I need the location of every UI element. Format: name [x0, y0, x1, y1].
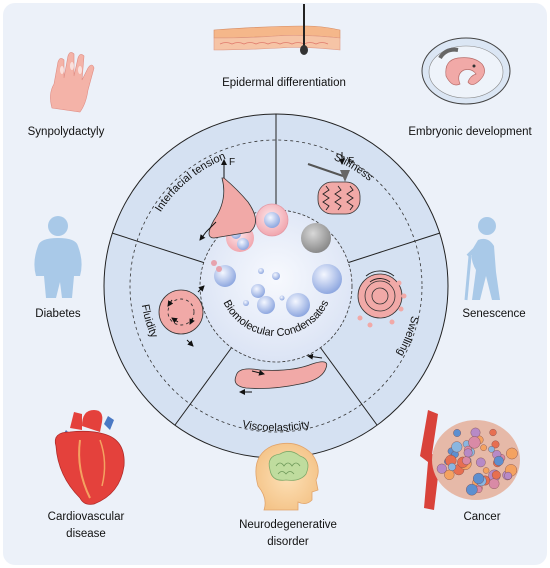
label-neurodegenerative-line1: Neurodegenerative — [239, 519, 337, 531]
label-cardiovascular-line1: Cardiovascular — [48, 511, 125, 523]
tumor-cell — [504, 471, 512, 480]
condensate-droplets — [211, 203, 342, 317]
label-diabetes: Diabetes — [35, 308, 81, 320]
fluidity-illustration — [158, 285, 205, 347]
viscoelasticity-illustration — [234, 353, 328, 395]
label-neurodegenerative-line2: disorder — [267, 536, 309, 548]
tumor-cell — [451, 441, 463, 453]
label-cancer: Cancer — [463, 511, 500, 523]
tumor-cell — [491, 470, 501, 480]
tumor-cell — [482, 467, 490, 474]
ring-dashed-boundary — [129, 139, 423, 433]
tumor-cell — [491, 440, 500, 449]
tumor-cell — [463, 448, 473, 458]
skin-hair-icon — [213, 4, 341, 55]
tumor-cell — [453, 429, 461, 437]
embryo-icon — [421, 37, 511, 105]
swelling-illustration — [357, 270, 407, 328]
stiffness-force-label: F — [348, 156, 354, 167]
tension-force-label: F — [229, 157, 235, 168]
label-synpolydactyly: Synpolydactyly — [28, 126, 105, 138]
tumor-cell — [444, 469, 455, 480]
label-epidermal-differentiation: Epidermal differentiation — [222, 77, 346, 89]
tumor-cell — [448, 462, 457, 471]
tumor-cell — [493, 455, 504, 466]
tumor-cell — [489, 428, 497, 437]
tumor-cell — [436, 463, 447, 474]
label-senescence: Senescence — [462, 308, 525, 320]
label-embryonic-development: Embryonic development — [408, 126, 532, 138]
interfacial-tension-illustration: F — [199, 157, 256, 241]
tumor-cell — [473, 472, 485, 485]
tumor-cell — [470, 427, 481, 438]
tumor-cell — [475, 457, 486, 468]
tumor-cell — [506, 447, 518, 460]
ring-dividers — [111, 114, 441, 426]
brain-head-icon — [255, 442, 319, 511]
elderly-person-icon — [464, 217, 500, 301]
tumor-cell — [488, 445, 495, 453]
tumor-cell — [488, 478, 500, 490]
stiffness-illustration: F — [307, 152, 361, 215]
tumor-cells-icon — [420, 410, 520, 510]
heart-icon — [54, 410, 125, 505]
tumor-cell — [465, 483, 478, 496]
property-label-viscoelasticity: Viscoelasticity — [241, 418, 311, 434]
tumor-cell — [468, 436, 481, 449]
hand-icon — [50, 52, 95, 113]
tumor-cell — [480, 444, 487, 452]
label-cardiovascular-line2: disease — [66, 528, 106, 540]
obese-person-icon — [34, 216, 82, 298]
tumor-cell — [462, 456, 471, 465]
